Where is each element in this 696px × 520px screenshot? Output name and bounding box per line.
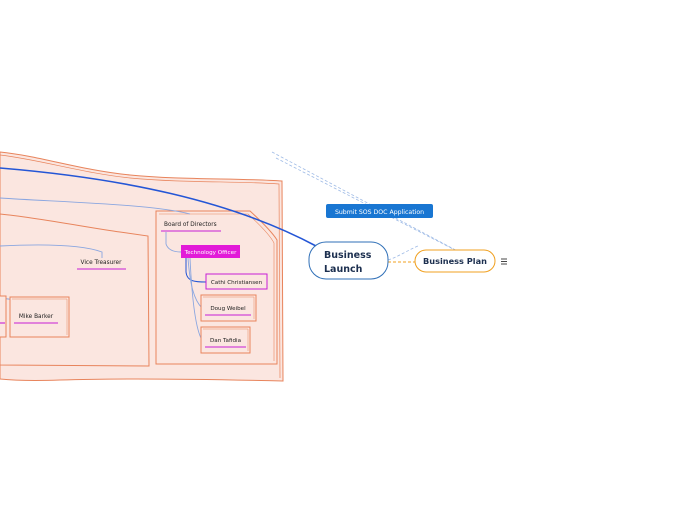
topic-business-plan[interactable]: Business Plan [414, 249, 496, 273]
topic-mike-barker-label: Mike Barker [19, 314, 54, 320]
topic-cathi-christiansen-label: Cathi Christiansen [211, 280, 263, 286]
group-container-left-fragment [0, 295, 7, 338]
group-container-inner [0, 213, 150, 367]
thin-link [187, 257, 203, 309]
group-container-outer-sketch [0, 154, 281, 379]
topic-vice-treasurer-label: Vice Treasurer [80, 260, 122, 266]
topic-cathi-christiansen[interactable]: Cathi Christiansen [205, 273, 268, 290]
central-node-label-line1: Business [324, 250, 372, 261]
topic-technology-officer[interactable]: Technology Officer [181, 245, 240, 258]
group-container-board-sketch [159, 213, 275, 361]
topic-technology-officer-label: Technology Officer [184, 250, 237, 256]
topic-board-of-directors[interactable]: Board of Directors [161, 222, 221, 232]
dashed-connector [387, 245, 419, 261]
thin-link [189, 257, 203, 341]
topic-vice-treasurer[interactable]: Vice Treasurer [77, 260, 126, 270]
thin-link [165, 232, 182, 253]
topic-doug-weibel-label: Doug Weibel [210, 306, 246, 312]
thin-link [0, 197, 191, 215]
topic-submit-sos-doc-label: Submit SOS DOC Application [335, 209, 424, 216]
topic-business-plan-label: Business Plan [423, 256, 487, 266]
central-node-business-launch[interactable]: Business Launch [308, 241, 389, 280]
central-node-label-line2: Launch [324, 264, 363, 275]
main-link [0, 167, 317, 247]
topic-dan-tafidia-label: Dan Tafidia [210, 338, 241, 344]
topic-submit-sos-doc[interactable]: Submit SOS DOC Application [326, 204, 433, 218]
topic-doug-weibel[interactable]: Doug Weibel [200, 294, 257, 322]
notes-icon[interactable] [501, 258, 507, 265]
thin-link [0, 244, 103, 258]
topic-board-of-directors-label: Board of Directors [164, 222, 217, 228]
topic-mike-barker[interactable]: Mike Barker [9, 296, 70, 338]
topic-dan-tafidia[interactable]: Dan Tafidia [200, 326, 251, 354]
